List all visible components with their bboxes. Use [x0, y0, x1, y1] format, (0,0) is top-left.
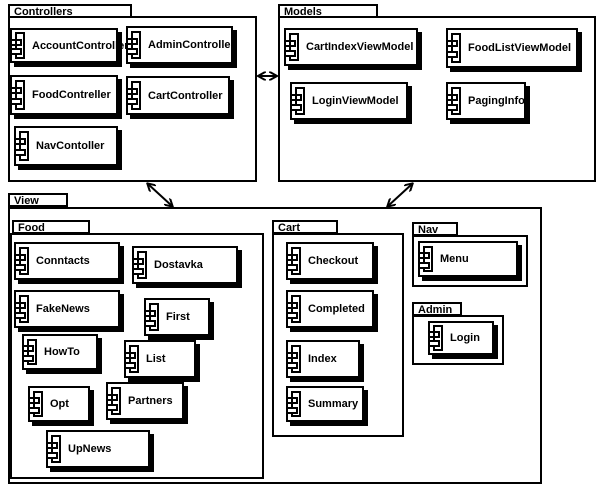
component-icon [132, 248, 148, 282]
paging-info-component: PagingInfo [446, 82, 526, 120]
food-controller-component: FoodContreller [10, 75, 118, 115]
component-label: AccountController [32, 39, 129, 52]
component-label: First [166, 311, 190, 323]
component-icon [428, 323, 444, 353]
nav-package-title: Nav [418, 224, 439, 236]
component-icon [126, 28, 142, 62]
login-view-model-component: LoginViewModel [290, 82, 408, 120]
component-label: Opt [50, 398, 69, 410]
component-icon [286, 342, 302, 376]
food-list-view-model-component: FoodListViewModel [446, 28, 578, 68]
component-icon [286, 292, 302, 326]
models-view-arrow [388, 184, 412, 206]
cart-package-title: Cart [278, 222, 301, 234]
component-icon [22, 336, 38, 368]
dostavka-component: Dostavka [132, 246, 238, 284]
component-icon [124, 342, 140, 376]
component-label: LoginViewModel [312, 95, 399, 107]
completed-component: Completed [286, 290, 374, 328]
menu-component: Menu [418, 241, 518, 277]
how-to-component: HowTo [22, 334, 98, 370]
component-label: HowTo [44, 346, 80, 358]
component-label: FakeNews [36, 303, 90, 315]
food-package-title: Food [18, 222, 45, 234]
index-component: Index [286, 340, 360, 378]
admin-controller-component: AdminController [126, 26, 235, 64]
component-label: List [146, 353, 166, 365]
component-label: Checkout [308, 255, 359, 267]
component-label: CartController [148, 89, 223, 102]
component-icon [46, 432, 62, 466]
component-label: AdminController [148, 39, 235, 51]
component-label: FoodListViewModel [468, 42, 572, 54]
component-label: NavContoller [36, 140, 105, 152]
component-icon [10, 30, 26, 61]
component-label: Menu [440, 253, 469, 265]
component-label: CartIndexViewModel [306, 41, 414, 53]
component-label: Partners [128, 395, 173, 407]
view-package-title: View [14, 195, 39, 207]
partners-component: Partners [106, 382, 184, 420]
component-label: Dostavka [154, 259, 203, 271]
component-icon [286, 244, 302, 278]
up-news-component: UpNews [46, 430, 150, 468]
component-label: FoodContreller [32, 89, 111, 101]
component-icon [14, 128, 30, 164]
component-label: Conntacts [36, 255, 90, 267]
opt-component: Opt [28, 386, 90, 422]
component-icon [286, 388, 302, 420]
component-icon [418, 243, 434, 275]
cart-index-view-model-component: CartIndexViewModel [284, 28, 418, 66]
component-icon [126, 78, 142, 113]
component-icon [106, 384, 122, 418]
component-icon [14, 292, 30, 326]
component-icon [290, 84, 306, 118]
component-icon [10, 77, 26, 113]
summary-component: Summary [286, 386, 364, 422]
controllers-package-title: Controllers [14, 6, 73, 18]
component-icon [446, 84, 462, 118]
component-label: Login [450, 332, 480, 344]
checkout-component: Checkout [286, 242, 374, 280]
component-label: Completed [308, 303, 365, 315]
login-component: Login [428, 321, 494, 355]
account-controller-component: AccountController [10, 28, 129, 63]
component-icon [14, 244, 30, 278]
admin-package-title: Admin [418, 304, 453, 316]
conntacts-component: Conntacts [14, 242, 120, 280]
component-icon [28, 388, 44, 420]
component-label: PagingInfo [468, 95, 525, 107]
models-package-title: Models [284, 6, 322, 18]
component-icon [284, 30, 300, 64]
component-label: Index [308, 353, 337, 365]
component-icon [144, 300, 160, 334]
fake-news-component: FakeNews [14, 290, 120, 328]
list-component: List [124, 340, 196, 378]
view-package-tab: View [8, 193, 68, 207]
component-icon [446, 30, 462, 66]
component-label: Summary [308, 398, 359, 410]
nav-controller-component: NavContoller [14, 126, 118, 166]
component-label: UpNews [68, 443, 112, 455]
cart-controller-component: CartController [126, 76, 230, 115]
controllers-view-arrow [148, 184, 172, 206]
first-component: First [144, 298, 210, 336]
